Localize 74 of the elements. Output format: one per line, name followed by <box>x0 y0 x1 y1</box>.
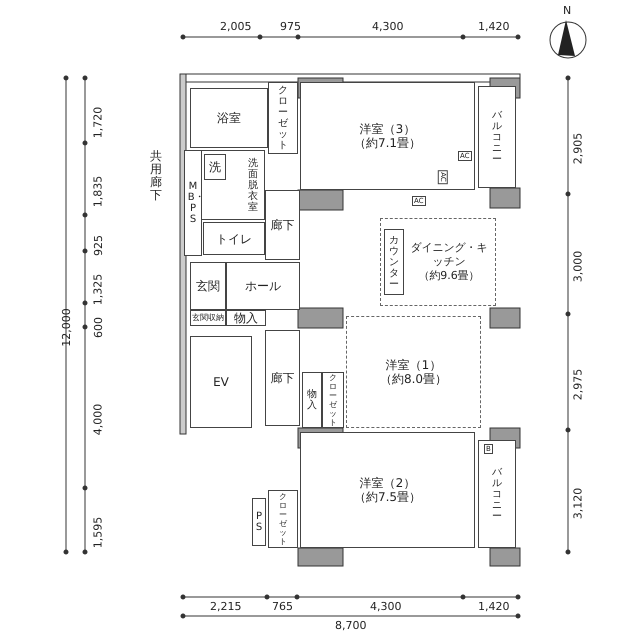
dimension-label: 1,835 <box>91 175 104 207</box>
dimension-label: 925 <box>92 234 104 256</box>
dimension-label: 4,300 <box>372 20 404 33</box>
dimension-label: 8,700 <box>335 619 366 632</box>
room-label: （約7.5畳） <box>354 490 422 504</box>
dimension-label: 3,120 <box>571 487 584 519</box>
room-label: （約8.0畳） <box>380 372 448 386</box>
room-label: 物入 <box>306 389 318 411</box>
room-outline <box>265 190 300 260</box>
room-area-outline <box>380 218 496 306</box>
room-label: クローゼット <box>278 85 288 151</box>
room-label: 洋室（3） <box>360 122 416 136</box>
room-area-outline <box>346 316 481 428</box>
dimension-label: 12,000 <box>59 308 72 346</box>
room-outline <box>200 150 265 220</box>
room-label: MB・PS <box>188 181 198 225</box>
room-label: 洋室（1） <box>386 358 442 372</box>
room-outline <box>252 498 266 546</box>
dimension-label: 2,215 <box>210 600 242 613</box>
room-outline <box>203 222 265 255</box>
room-label: 洗 <box>209 160 221 174</box>
room-label: バルコニー <box>492 110 502 164</box>
room-outline <box>268 490 298 548</box>
room-label: トイレ <box>216 232 252 246</box>
dimension-label: 4,000 <box>91 403 104 435</box>
room-outline <box>300 82 475 190</box>
room-label: クローゼット <box>278 492 288 546</box>
dimension-label: 1,595 <box>91 516 104 548</box>
dimension-label: 765 <box>272 600 293 613</box>
dimension-label: 1,720 <box>91 106 104 138</box>
room-label: バルコニー <box>492 466 502 522</box>
room-outline <box>265 330 300 426</box>
room-label: 玄関収納 <box>192 312 224 324</box>
room-label: 浴室 <box>217 111 241 125</box>
room-label: 廊下 <box>270 371 294 385</box>
room-outline <box>204 154 226 180</box>
room-outline <box>478 440 516 548</box>
room-outline <box>226 310 266 326</box>
dimension-label: 975 <box>280 20 301 33</box>
room-label: ホール <box>245 279 281 293</box>
dimension-label: 2,975 <box>571 368 584 400</box>
room-outline <box>190 336 252 428</box>
room-outline <box>322 372 344 428</box>
dimension-label: 1,420 <box>478 20 510 33</box>
dimension-label: 2,005 <box>220 20 252 33</box>
dimension-label: 1,420 <box>478 600 510 613</box>
room-outline <box>302 372 322 428</box>
room-label: クローゼット <box>328 373 338 427</box>
room-outline <box>300 432 475 548</box>
room-label: （約7.1畳） <box>354 136 422 150</box>
room-label: 玄関 <box>196 279 220 293</box>
room-outline <box>190 88 268 148</box>
corridor-label: 共用廊下 <box>150 150 163 202</box>
room-outline <box>268 82 298 154</box>
room-outline <box>384 229 404 295</box>
room-outline <box>184 150 202 256</box>
room-label: 洋室（2） <box>360 476 416 490</box>
dimension-label: 2,905 <box>571 132 584 164</box>
room-label: 洗面脱衣室 <box>248 158 258 212</box>
room-label: PS <box>254 511 264 533</box>
dimension-label: 600 <box>92 316 104 338</box>
dimension-label: 4,300 <box>370 600 402 613</box>
room-label: 物入 <box>234 311 258 325</box>
room-label: ダイニング・キッチン <box>410 241 488 269</box>
room-outline <box>190 262 226 310</box>
north-label: N <box>563 4 572 17</box>
room-label: カウンター <box>388 234 400 290</box>
room-label: 廊下 <box>270 218 294 232</box>
room-label: （約9.6畳） <box>417 269 481 283</box>
room-outline <box>226 262 300 310</box>
dimension-label: 1,325 <box>91 273 104 305</box>
room-label: EV <box>213 375 229 389</box>
room-outline <box>478 86 516 188</box>
dimension-label: 3,000 <box>571 250 584 282</box>
